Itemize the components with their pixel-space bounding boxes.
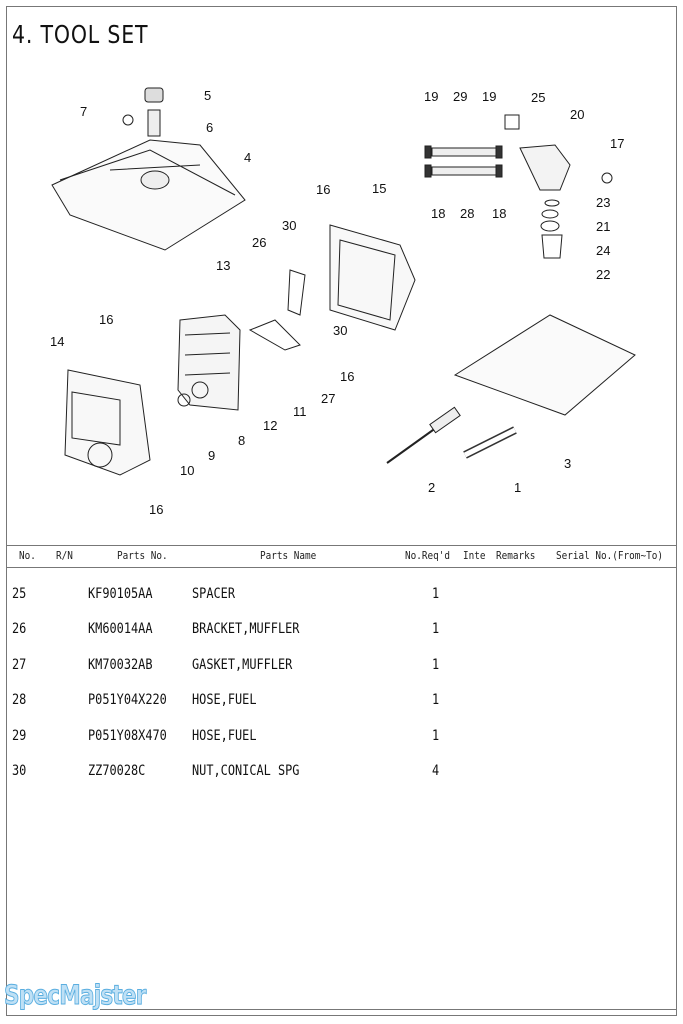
callout-12: 12 xyxy=(263,418,277,433)
callout-10: 10 xyxy=(180,463,194,478)
cell-no: 26 xyxy=(12,621,27,637)
cell-parts-no: P051Y04X220 xyxy=(88,692,167,708)
callout-30: 30 xyxy=(282,218,296,233)
callout-14: 14 xyxy=(50,334,64,349)
callout-18: 18 xyxy=(431,206,445,221)
cell-qty: 4 xyxy=(432,763,440,779)
callout-3: 3 xyxy=(564,456,571,471)
cell-name: NUT,CONICAL SPG xyxy=(192,763,300,779)
callout-19: 19 xyxy=(482,89,496,104)
col-header-remarks: Remarks xyxy=(496,549,536,562)
cell-no: 29 xyxy=(12,728,27,744)
callout-7: 7 xyxy=(80,104,87,119)
callout-20: 20 xyxy=(570,107,584,122)
callout-4: 4 xyxy=(244,150,251,165)
header-bottom-rule xyxy=(6,567,677,568)
cell-qty: 1 xyxy=(432,586,440,602)
cell-name: BRACKET,MUFFLER xyxy=(192,621,300,637)
callout-19: 19 xyxy=(424,89,438,104)
fuel-tank xyxy=(51,87,246,251)
cell-name: SPACER xyxy=(192,586,235,602)
callout-17: 17 xyxy=(610,136,624,151)
page-frame xyxy=(6,6,677,1016)
header-top-rule xyxy=(6,545,677,546)
callout-28: 28 xyxy=(460,206,474,221)
cell-parts-no: KM70032AB xyxy=(88,657,153,673)
callout-27: 27 xyxy=(321,391,335,406)
callout-26: 26 xyxy=(252,235,266,250)
cell-name: GASKET,MUFFLER xyxy=(192,657,293,673)
col-header-parts-name: Parts Name xyxy=(260,549,317,562)
cell-qty: 1 xyxy=(432,728,440,744)
callout-22: 22 xyxy=(596,267,610,282)
callout-25: 25 xyxy=(531,90,545,105)
callout-2: 2 xyxy=(428,480,435,495)
callout-30: 30 xyxy=(333,323,347,338)
col-header-no: No. xyxy=(19,549,36,562)
cell-parts-no: KF90105AA xyxy=(88,586,153,602)
callout-1: 1 xyxy=(514,480,521,495)
callout-23: 23 xyxy=(596,195,610,210)
cell-parts-no: ZZ70028C xyxy=(88,763,146,779)
callout-16: 16 xyxy=(99,312,113,327)
muffler-assembly xyxy=(64,224,416,476)
cell-name: HOSE,FUEL xyxy=(192,692,257,708)
cell-qty: 1 xyxy=(432,657,440,673)
col-header-rn: R/N xyxy=(56,549,73,562)
callout-21: 21 xyxy=(596,219,610,234)
cell-name: HOSE,FUEL xyxy=(192,728,257,744)
col-header-qty: No.Req'd xyxy=(405,549,451,562)
callout-9: 9 xyxy=(208,448,215,463)
cell-parts-no: P051Y08X470 xyxy=(88,728,167,744)
watermark-logo: SpecMajster xyxy=(4,980,147,1012)
callout-16: 16 xyxy=(340,369,354,384)
callout-13: 13 xyxy=(216,258,230,273)
callout-15: 15 xyxy=(372,181,386,196)
col-header-inte: Inte xyxy=(463,549,486,562)
col-header-serial: Serial No.(From~To) xyxy=(556,549,663,562)
callout-11: 11 xyxy=(293,404,307,419)
page-title: 4. TOOL SET xyxy=(12,20,149,49)
callout-5: 5 xyxy=(204,88,211,103)
cell-no: 27 xyxy=(12,657,27,673)
col-header-parts-no: Parts No. xyxy=(117,549,168,562)
callout-8: 8 xyxy=(238,433,245,448)
callout-29: 29 xyxy=(453,89,467,104)
bottom-rule xyxy=(100,1009,677,1010)
cell-qty: 1 xyxy=(432,621,440,637)
callout-18: 18 xyxy=(492,206,506,221)
tool-bag-and-tools xyxy=(386,314,636,464)
callout-16: 16 xyxy=(149,502,163,517)
cell-parts-no: KM60014AA xyxy=(88,621,153,637)
callout-16: 16 xyxy=(316,182,330,197)
fuel-cock-and-hoses xyxy=(424,114,613,259)
cell-qty: 1 xyxy=(432,692,440,708)
callout-24: 24 xyxy=(596,243,610,258)
cell-no: 30 xyxy=(12,763,27,779)
callout-6: 6 xyxy=(206,120,213,135)
cell-no: 28 xyxy=(12,692,27,708)
cell-no: 25 xyxy=(12,586,27,602)
